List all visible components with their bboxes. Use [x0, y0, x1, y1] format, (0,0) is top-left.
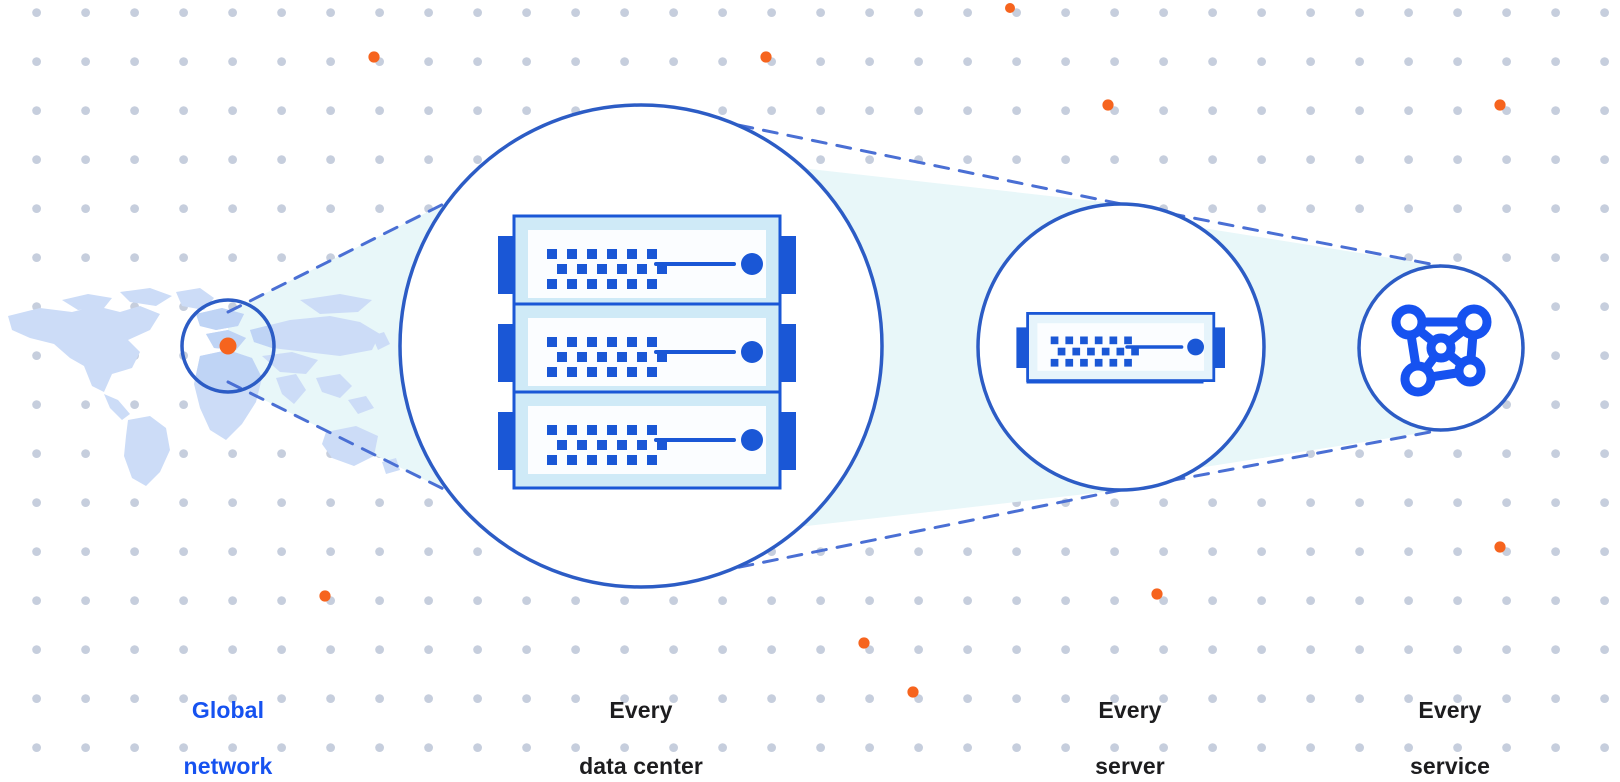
- label-global-network: Global network: [0, 668, 456, 782]
- accent-dots: [319, 3, 1506, 698]
- server-rack: [496, 214, 798, 490]
- rack-unit-1: [496, 214, 798, 314]
- service-nodes: [1391, 304, 1492, 397]
- server-circle[interactable]: [976, 202, 1266, 492]
- label-global-network-line1: Global: [191, 697, 265, 724]
- map-location-marker: [219, 337, 237, 355]
- label-data-center-line1: Every: [609, 697, 673, 724]
- label-global-network-line2: network: [183, 753, 273, 780]
- label-service: Every service: [1250, 668, 1620, 782]
- label-service-line1: Every: [1418, 697, 1482, 724]
- label-data-center: Every data center: [441, 668, 841, 782]
- label-server: Every server: [930, 668, 1330, 782]
- data-center-circle[interactable]: [398, 103, 884, 589]
- rack-unit-3: [496, 390, 798, 490]
- global-network-circle[interactable]: [180, 298, 276, 394]
- service-circle[interactable]: [1357, 264, 1525, 432]
- rack-unit-2: [496, 302, 798, 402]
- label-server-line1: Every: [1098, 697, 1162, 724]
- label-server-line2: server: [1095, 753, 1165, 780]
- label-service-line2: service: [1410, 753, 1490, 780]
- single-server: [1016, 312, 1225, 384]
- label-data-center-line2: data center: [579, 753, 703, 780]
